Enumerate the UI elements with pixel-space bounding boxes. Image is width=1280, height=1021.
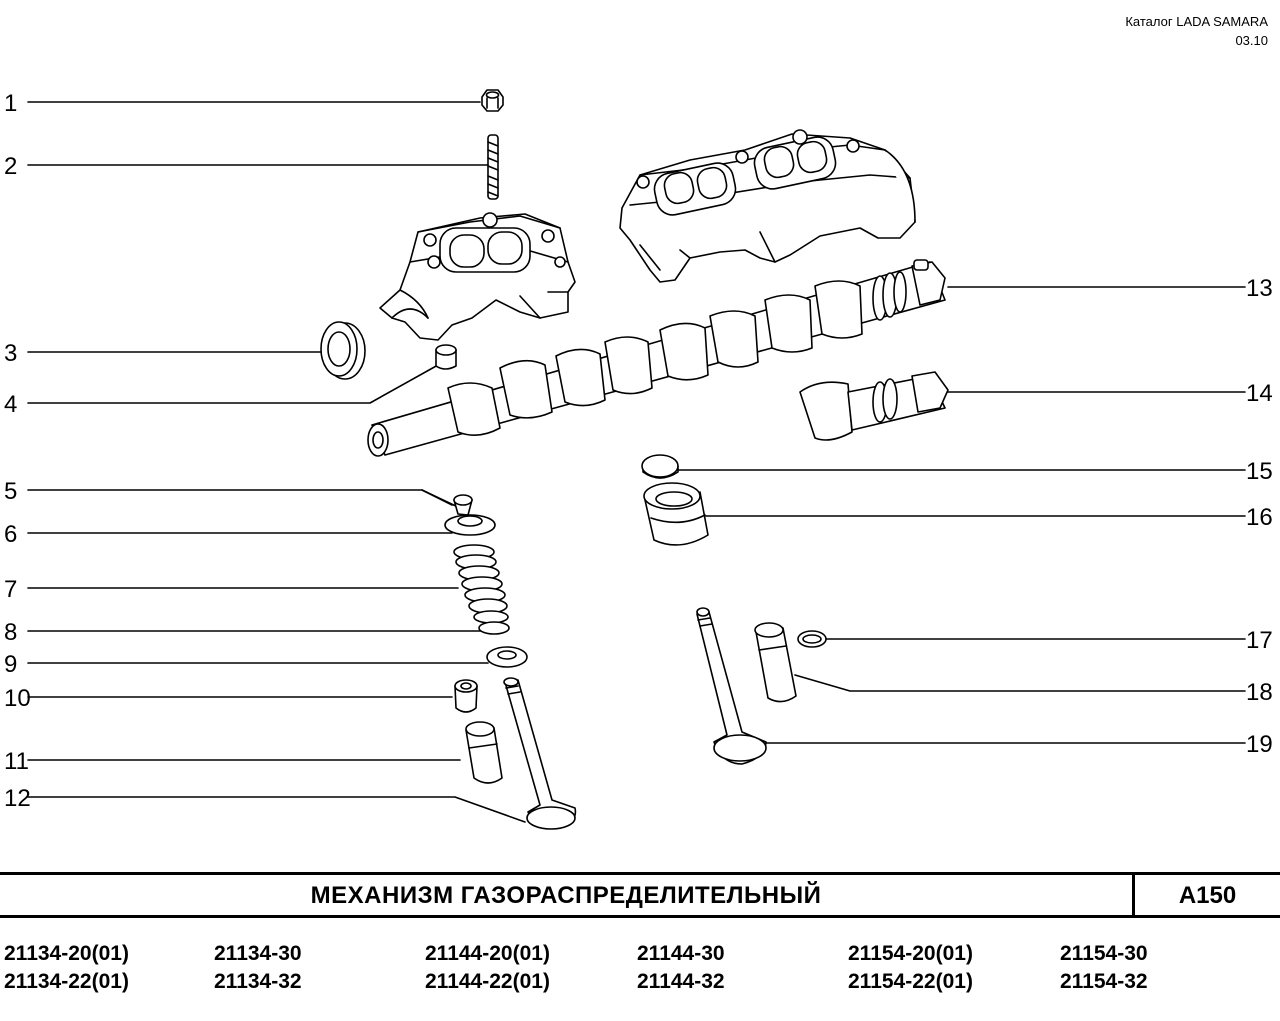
tappet-part-16 bbox=[643, 482, 709, 546]
model-code: 21144-30 bbox=[637, 942, 725, 965]
model-column: 21134-20(01) 21134-22(01) bbox=[4, 940, 129, 996]
oil-seal-part-3 bbox=[320, 321, 366, 380]
model-code: 21154-22(01) bbox=[848, 970, 973, 993]
callout-3: 3 bbox=[4, 340, 17, 367]
callout-12: 12 bbox=[4, 785, 31, 812]
camshaft-housing-right bbox=[619, 129, 916, 283]
stud-part-2 bbox=[487, 134, 499, 200]
model-column: 21154-20(01) 21154-22(01) bbox=[848, 940, 973, 996]
valve-springs-part-7-8 bbox=[453, 544, 510, 635]
valve-part-19 bbox=[696, 607, 767, 765]
camshaft-part-13 bbox=[367, 259, 946, 457]
camshaft-housing-left bbox=[379, 212, 576, 341]
callout-13: 13 bbox=[1246, 275, 1273, 302]
valve-part-12 bbox=[503, 677, 577, 830]
leader-lines bbox=[27, 101, 1246, 823]
ring-part-17 bbox=[797, 630, 827, 648]
callout-16: 16 bbox=[1246, 504, 1273, 531]
callout-6: 6 bbox=[4, 521, 17, 548]
model-code: 21144-20(01) bbox=[425, 942, 550, 965]
callout-14: 14 bbox=[1246, 380, 1273, 407]
callout-15: 15 bbox=[1246, 458, 1273, 485]
model-code: 21134-32 bbox=[214, 970, 302, 993]
model-code: 21144-32 bbox=[637, 970, 725, 993]
callout-2: 2 bbox=[4, 153, 17, 180]
callout-numbers: 1 2 3 4 5 6 7 8 9 10 11 12 13 14 15 16 1… bbox=[4, 90, 1273, 812]
callout-17: 17 bbox=[1246, 627, 1273, 654]
callout-18: 18 bbox=[1246, 679, 1273, 706]
title-bar: МЕХАНИЗМ ГАЗОРАСПРЕДЕЛИТЕЛЬНЫЙ А150 bbox=[0, 872, 1280, 918]
parts-diagram: 1 2 3 4 5 6 7 8 9 10 11 12 13 14 15 16 1… bbox=[4, 89, 1273, 830]
model-code: 21154-32 bbox=[1060, 970, 1148, 993]
callout-9: 9 bbox=[4, 651, 17, 678]
callout-19: 19 bbox=[1246, 731, 1273, 758]
model-code: 21134-30 bbox=[214, 942, 302, 965]
spring-retainer-part-6 bbox=[444, 514, 496, 536]
model-code: 21134-22(01) bbox=[4, 970, 129, 993]
callout-8: 8 bbox=[4, 619, 17, 646]
callout-1: 1 bbox=[4, 90, 17, 117]
bushing-part-4 bbox=[435, 344, 457, 370]
nut-part-1 bbox=[481, 89, 504, 112]
callout-5: 5 bbox=[4, 478, 17, 505]
callout-7: 7 bbox=[4, 576, 17, 603]
valve-guide-part-18 bbox=[754, 622, 797, 703]
valve-keepers-part-5 bbox=[453, 494, 473, 516]
model-column: 21134-30 21134-32 bbox=[214, 940, 302, 996]
shim-part-15 bbox=[641, 454, 679, 479]
model-column: 21144-20(01) 21144-22(01) bbox=[425, 940, 550, 996]
model-column: 21154-30 21154-32 bbox=[1060, 940, 1148, 996]
stem-seal-part-10 bbox=[454, 679, 478, 713]
model-code: 21154-30 bbox=[1060, 942, 1148, 965]
model-column: 21144-30 21144-32 bbox=[637, 940, 725, 996]
catalog-date: 03.10 bbox=[1235, 33, 1268, 48]
model-code: 21144-22(01) bbox=[425, 970, 550, 993]
camshaft-part-14 bbox=[799, 371, 949, 441]
callout-4: 4 bbox=[4, 391, 17, 418]
catalog-label: Каталог LADA SAMARA bbox=[1125, 14, 1268, 29]
model-code: 21134-20(01) bbox=[4, 942, 129, 965]
callout-11: 11 bbox=[4, 748, 29, 775]
spring-seat-part-9 bbox=[486, 646, 528, 668]
assembly-title: МЕХАНИЗМ ГАЗОРАСПРЕДЕЛИТЕЛЬНЫЙ bbox=[0, 875, 1135, 915]
assembly-code: А150 bbox=[1178, 882, 1237, 909]
model-code: 21154-20(01) bbox=[848, 942, 973, 965]
callout-10: 10 bbox=[4, 685, 31, 712]
valve-guide-part-11 bbox=[465, 721, 503, 784]
